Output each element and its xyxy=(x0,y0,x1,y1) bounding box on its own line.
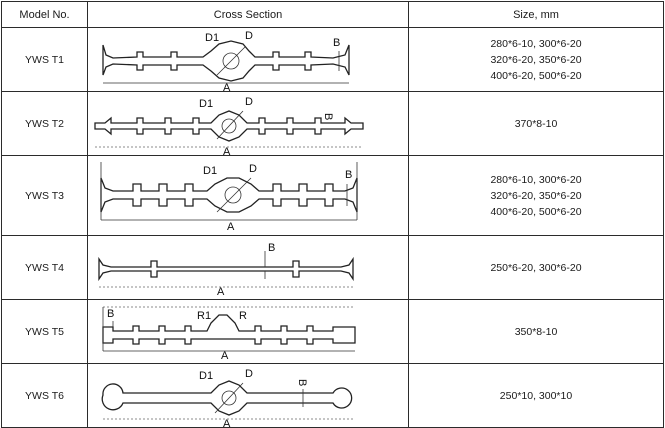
model-cell: YWS T4 xyxy=(1,235,88,300)
dim-label-b: B xyxy=(296,379,308,386)
model-cell: YWS T5 xyxy=(1,299,88,364)
size-line: 280*6-10, 300*6-20 xyxy=(490,173,582,186)
header-cross-section: Cross Section xyxy=(87,1,409,28)
cross-section-t2-diagram: D1 D B A xyxy=(94,96,364,155)
size-line: 400*6-20, 500*6-20 xyxy=(490,205,582,218)
dim-label-b: B xyxy=(333,37,340,49)
dim-label-d1: D1 xyxy=(199,370,213,382)
model-cell: YWS T2 xyxy=(1,91,88,156)
dim-label-d: D xyxy=(245,96,253,108)
dim-label-d: D xyxy=(245,368,253,380)
table-row: YWS T6 D1 D B A 250*10, 300*10 xyxy=(1,363,664,428)
header-model: Model No. xyxy=(1,1,88,28)
size-line: 250*10, 300*10 xyxy=(499,389,573,402)
cross-section-cell: D1 D B A xyxy=(87,27,409,92)
cross-section-cell: D1 D B A xyxy=(87,155,409,236)
dim-label-r: R xyxy=(239,310,247,322)
table-row: YWS T1 D1 D B A 280*6-10, 300*6-20 320*6… xyxy=(1,27,664,92)
dim-label-a: A xyxy=(221,350,229,362)
dim-label-a: A xyxy=(217,286,225,298)
dim-label-d: D xyxy=(249,163,257,175)
cross-section-cell: D1 D B A xyxy=(87,363,409,428)
size-cell: 280*6-10, 300*6-20 320*6-20, 350*6-20 40… xyxy=(408,155,664,236)
size-line: 280*6-10, 300*6-20 xyxy=(490,37,582,50)
cross-section-cell: B A xyxy=(87,235,409,300)
table-row: YWS T5 B R1 R A 350*8-10 xyxy=(1,299,664,364)
cross-section-t4-diagram: B A xyxy=(98,242,354,298)
table-row: YWS T3 D1 D B A 280*6-10, 300*6-20 xyxy=(1,155,664,236)
size-line: 400*6-20, 500*6-20 xyxy=(490,69,582,82)
size-cell: 280*6-10, 300*6-20 320*6-20, 350*6-20 40… xyxy=(408,27,664,92)
model-cell: YWS T6 xyxy=(1,363,88,428)
size-line: 320*6-20, 350*6-20 xyxy=(490,189,582,202)
dim-label-r1: R1 xyxy=(197,310,211,322)
dim-label-d1: D1 xyxy=(199,98,213,110)
dim-label-d1: D1 xyxy=(203,165,217,177)
size-cell: 250*10, 300*10 xyxy=(408,363,664,428)
size-line: 370*8-10 xyxy=(514,117,558,130)
cross-section-t1-diagram: D1 D B A xyxy=(102,30,350,91)
header-row: Model No. Cross Section Size, mm xyxy=(1,1,664,28)
size-cell: 370*8-10 xyxy=(408,91,664,156)
model-cell: YWS T1 xyxy=(1,27,88,92)
cross-section-cell: B R1 R A xyxy=(87,299,409,364)
dim-label-a: A xyxy=(223,82,231,91)
cross-section-t3-diagram: D1 D B A xyxy=(100,161,358,233)
dim-label-b: B xyxy=(268,242,275,254)
dim-label-a: A xyxy=(223,418,231,427)
header-size: Size, mm xyxy=(408,1,664,28)
dim-label-d1: D1 xyxy=(205,32,219,44)
model-cell: YWS T3 xyxy=(1,155,88,236)
size-line: 250*6-20, 300*6-20 xyxy=(490,261,582,274)
table-row: YWS T2 D1 D B A 370*8-10 xyxy=(1,91,664,156)
size-cell: 250*6-20, 300*6-20 xyxy=(408,235,664,300)
dim-label-b: B xyxy=(107,308,114,320)
size-cell: 350*8-10 xyxy=(408,299,664,364)
dim-label-a: A xyxy=(223,146,231,155)
table-row: YWS T4 B A 250*6-20, 300*6-20 xyxy=(1,235,664,300)
size-line: 350*8-10 xyxy=(514,325,558,338)
dim-label-a: A xyxy=(227,221,235,233)
size-line: 320*6-20, 350*6-20 xyxy=(490,53,582,66)
cross-section-t5-diagram: B R1 R A xyxy=(102,306,356,362)
dim-label-b: B xyxy=(345,169,352,181)
cross-section-t6-diagram: D1 D B A xyxy=(101,368,355,427)
cross-section-cell: D1 D B A xyxy=(87,91,409,156)
dim-label-b: B xyxy=(322,113,334,120)
dim-label-d: D xyxy=(245,30,253,42)
